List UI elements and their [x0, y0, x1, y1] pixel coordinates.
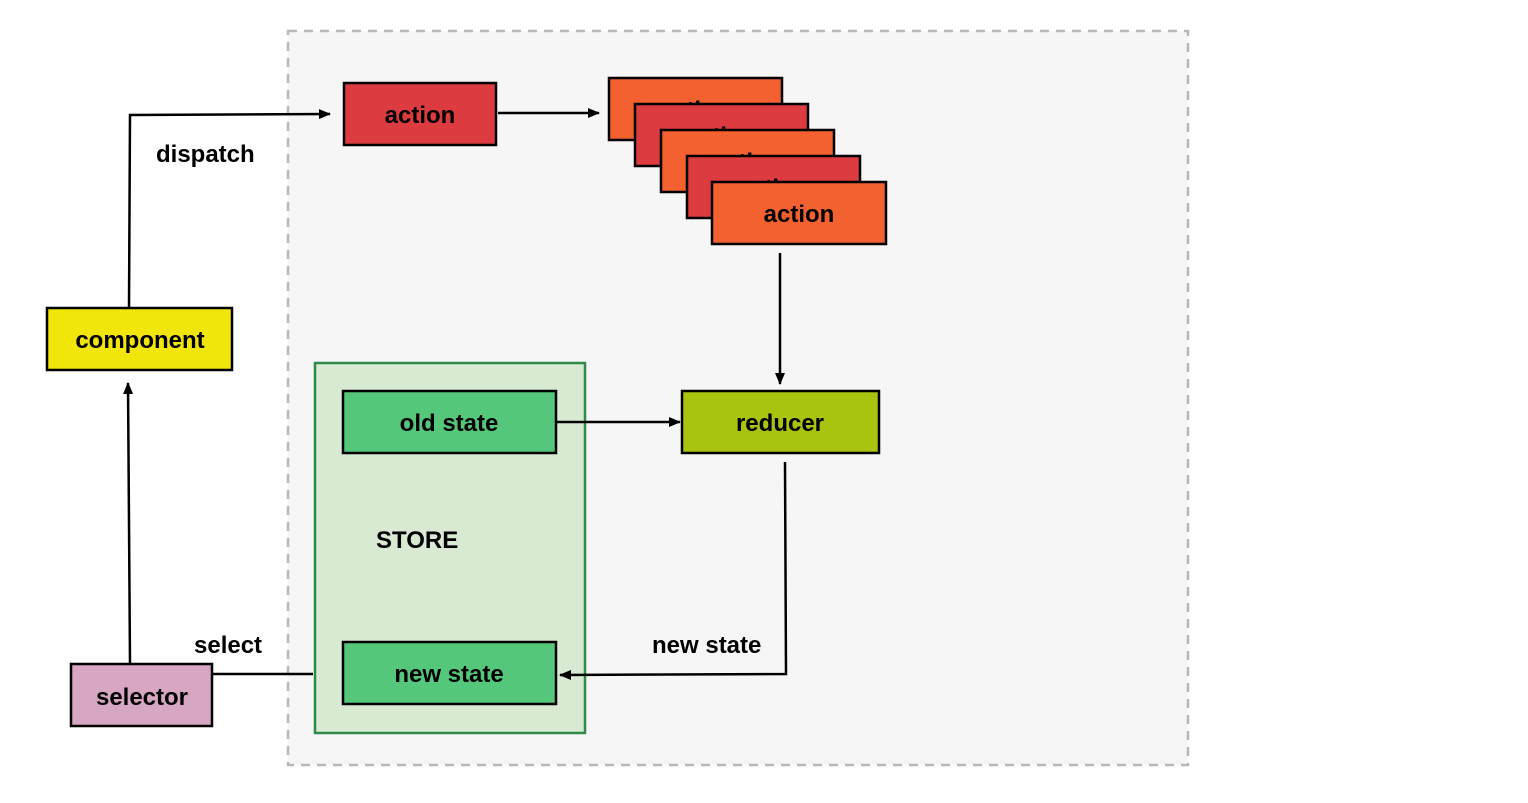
old-state-node: old state — [341, 389, 558, 455]
action-node: action — [342, 81, 498, 147]
component-label: component — [75, 327, 204, 354]
reducer-label: reducer — [736, 410, 824, 437]
selector-label: selector — [96, 684, 188, 711]
dispatch-arrow — [127, 109, 331, 308]
reducer-node: reducer — [680, 389, 881, 455]
selector-node: selector — [69, 662, 214, 728]
component-node: component — [45, 306, 234, 372]
selector-to-component-arrow — [123, 382, 134, 664]
select-label: select — [194, 632, 262, 659]
action-stack-card-5: action — [710, 180, 888, 246]
new-state-edge-label: new state — [652, 632, 761, 659]
new-state-node: new state — [341, 640, 558, 706]
connectors — [123, 108, 788, 680]
action-stack: action action action action action — [607, 76, 888, 246]
reducer-to-newstate-arrow — [559, 461, 788, 680]
action-label: action — [385, 102, 456, 129]
action-stack-card-5-label: action — [764, 201, 835, 228]
store-label: STORE — [376, 527, 458, 554]
dispatch-label: dispatch — [156, 141, 255, 168]
new-state-label: new state — [394, 661, 503, 688]
old-state-label: old state — [400, 410, 499, 437]
